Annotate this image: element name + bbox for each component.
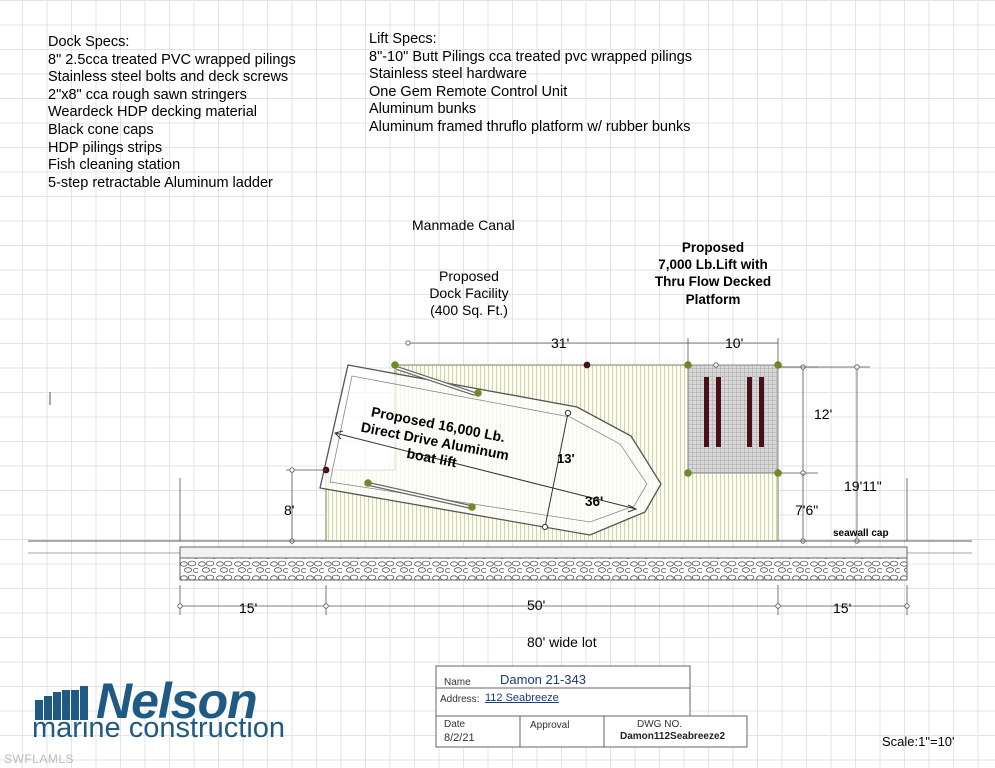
- seawall-cap: [179, 546, 908, 559]
- lift-specs-title: Lift Specs:: [369, 31, 437, 47]
- name-value: Damon 21-343: [500, 672, 586, 687]
- lift-specs: Lift Specs: 8"-10" Butt Pilings cca trea…: [369, 31, 692, 137]
- scale-label: Scale:1"=10': [882, 734, 955, 749]
- small-lift-label-line: 7,000 Lb.Lift with: [658, 257, 768, 273]
- logo-mark: [35, 686, 88, 720]
- dim-lot-middle: 50': [527, 597, 546, 613]
- dim-right-offset: 7'6": [795, 502, 819, 518]
- dock-label-line: (400 Sq. Ft.): [430, 302, 508, 318]
- company-tagline: marine construction: [32, 712, 286, 744]
- dim-lift-width: 13': [557, 451, 575, 466]
- title-block: [435, 665, 748, 748]
- lift-spec-item: One Gem Remote Control Unit: [369, 83, 568, 100]
- lot-width-label: 80' wide lot: [527, 634, 597, 650]
- dwg-value: Damon112Seabreeze2: [620, 731, 726, 742]
- dock-specs-title: Dock Specs:: [48, 34, 130, 50]
- dock-spec-item: 8" 2.5cca treated PVC wrapped pilings: [48, 51, 296, 68]
- dock-spec-item: Stainless steel bolts and deck screws: [48, 69, 289, 86]
- dim-lift-length: 36': [585, 494, 604, 509]
- dim-setback-right: 15': [833, 600, 852, 616]
- small-lift-label-line: Proposed: [681, 240, 745, 255]
- dock-facility-label: Proposed Dock Facility (400 Sq. Ft.): [412, 268, 526, 319]
- name-label: Name: [444, 677, 471, 688]
- canal-label: Manmade Canal: [412, 217, 515, 233]
- lift-platform: [687, 364, 779, 474]
- riprap: [179, 557, 908, 581]
- platform-bunk: [747, 377, 752, 447]
- dock-spec-item: 5-step retractable Aluminum ladder: [48, 174, 273, 191]
- dim-total-depth: 19'11": [844, 478, 882, 494]
- dock-spec-item: Black cone caps: [48, 121, 154, 138]
- watermark: SWFLAMLS: [4, 752, 75, 766]
- dim-left-offset: 8': [284, 502, 295, 518]
- dock-label-line: Proposed: [439, 268, 499, 284]
- dock-spec-item: Fish cleaning station: [48, 157, 181, 174]
- company-logo-name: Nelson: [96, 673, 258, 729]
- small-lift-label-line: Thru Flow Decked: [654, 274, 772, 290]
- platform-bunk: [716, 377, 721, 447]
- lift-spec-item: Stainless steel hardware: [369, 66, 527, 83]
- approval-label: Approval: [530, 720, 570, 731]
- pilings: [364, 361, 782, 511]
- address-label: Address:: [440, 694, 480, 705]
- small-lift-label: Proposed 7,000 Lb.Lift with Thru Flow De…: [648, 239, 778, 308]
- lift-spec-item: Aluminum bunks: [369, 101, 477, 118]
- small-lift-label-line: Platform: [685, 291, 741, 307]
- lift-bunk-bottom-inner: [368, 483, 472, 508]
- date-value: 8/2/21: [444, 732, 475, 744]
- dock-spec-item: 2"x8" cca rough sawn stringers: [48, 86, 247, 103]
- dock-spec-item: HDP pilings strips: [48, 139, 163, 156]
- dwg-label: DWG NO.: [637, 719, 682, 730]
- dim-platform-width: 10': [725, 335, 744, 351]
- date-label: Date: [444, 719, 466, 730]
- dock-label-line: Dock Facility: [429, 285, 509, 301]
- seawall-cap-label: seawall cap: [833, 528, 889, 539]
- lift-spec-item: Aluminum framed thruflo platform w/ rubb…: [369, 118, 691, 135]
- dim-dock-length: 31': [551, 335, 570, 351]
- dock-specs: Dock Specs: 8" 2.5cca treated PVC wrappe…: [48, 34, 296, 192]
- address-value: 112 Seabreeze: [485, 692, 559, 704]
- platform-bunk: [704, 377, 709, 447]
- dock-spec-item: Weardeck HDP decking material: [48, 104, 257, 121]
- dim-setback-left: 15': [239, 600, 258, 616]
- platform-bunk: [759, 377, 764, 447]
- dim-platform-depth: 12': [814, 406, 833, 422]
- boat-lift-inner: [329, 375, 648, 523]
- lift-bunk-top-inner: [396, 367, 476, 395]
- lift-spec-item: 8"-10" Butt Pilings cca treated pvc wrap…: [369, 48, 693, 65]
